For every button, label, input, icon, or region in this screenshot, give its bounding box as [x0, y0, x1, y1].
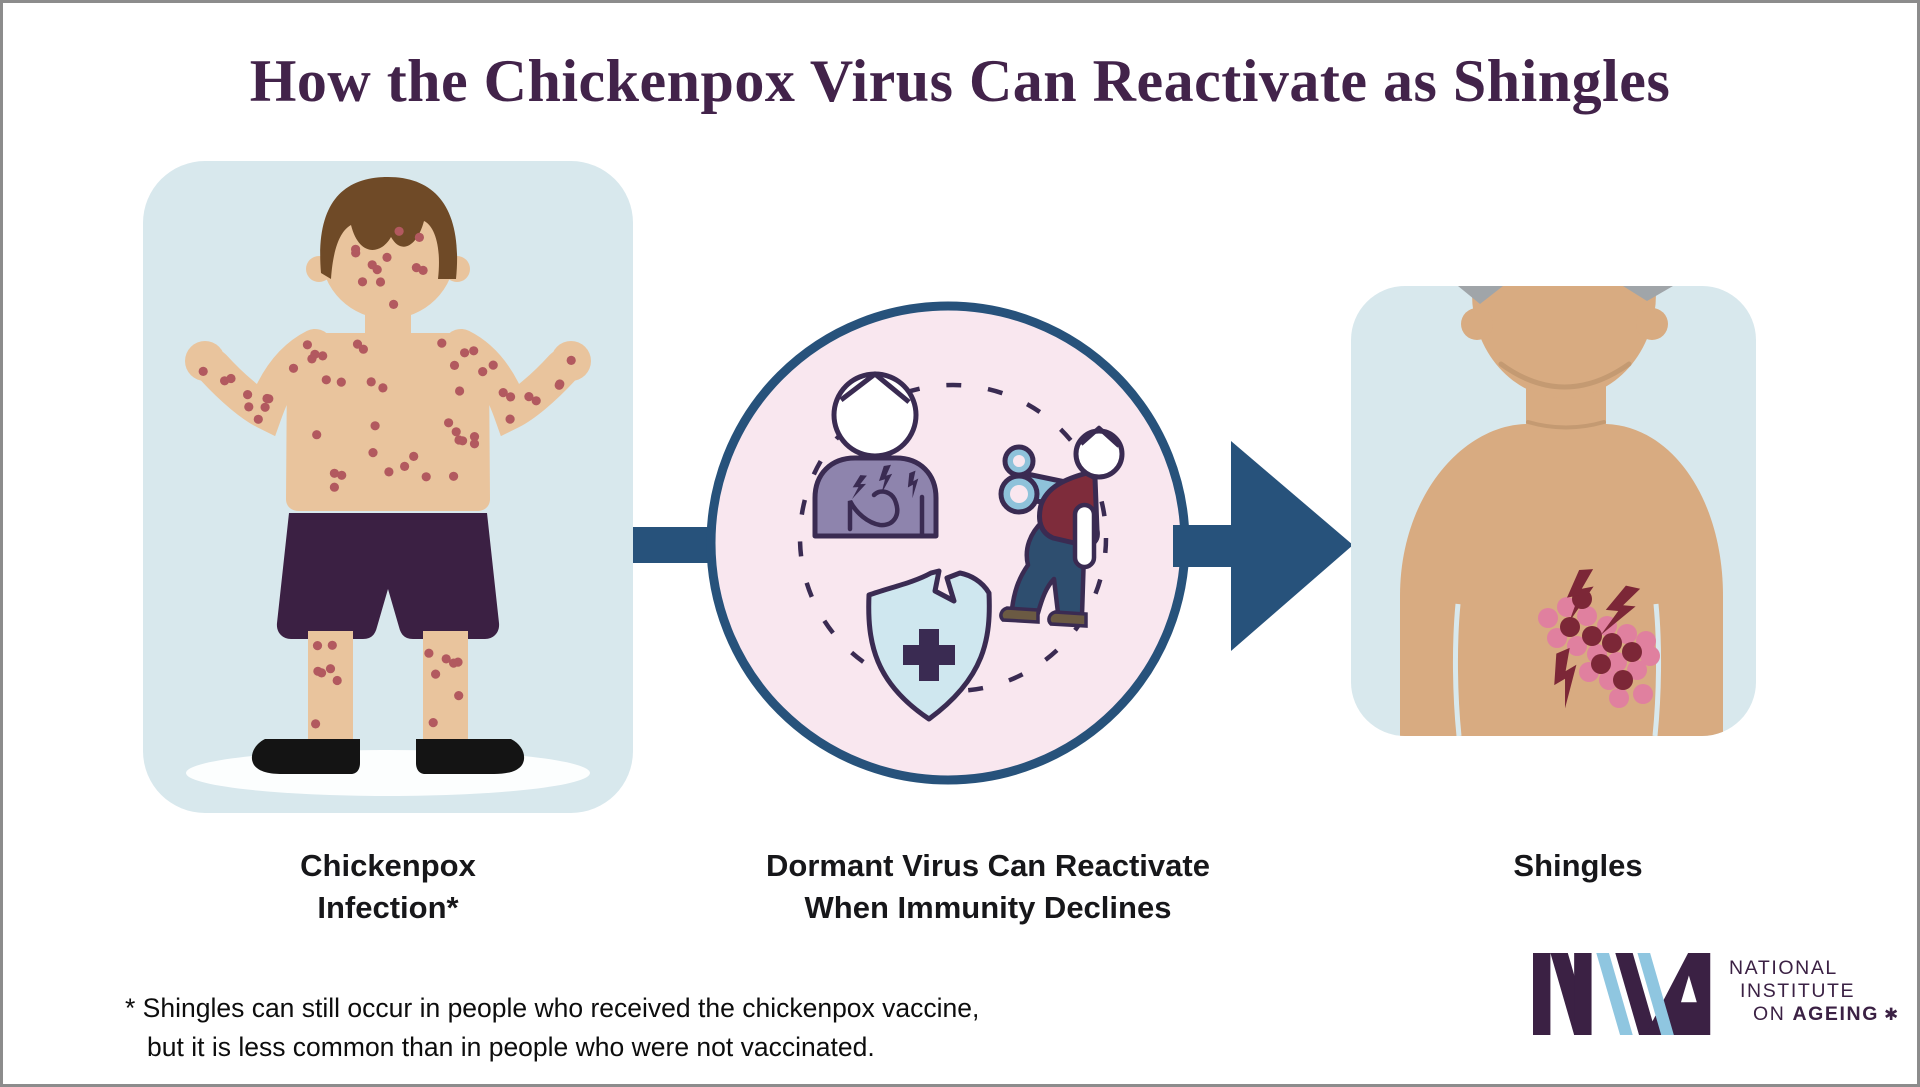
- older-adult-ear-left: [1461, 308, 1493, 340]
- nia-logo-text: NATIONAL INSTITUTE ON AGEING✱: [1729, 957, 1900, 1025]
- pain-bolts: [1554, 569, 1641, 709]
- chickenpox-panel: [143, 161, 633, 813]
- shingles-person-illustration: [1400, 286, 1723, 736]
- shingles-rash: [1538, 569, 1660, 709]
- circle-outline: [706, 301, 1190, 785]
- neck-shading-line: [1526, 420, 1606, 430]
- dashed-cycle-circle: [797, 382, 1109, 694]
- chickenpox-child-illustration: [185, 177, 591, 796]
- wind-up-key-person-icon: [998, 425, 1125, 628]
- label-chickenpox-infection: Chickenpox Infection*: [300, 848, 476, 925]
- label-dormant-virus: Dormant Virus Can Reactivate When Immuni…: [766, 848, 1210, 925]
- page-title: How the Chickenpox Virus Can Reactivate …: [249, 48, 1671, 114]
- child-shoe-right: [416, 739, 525, 774]
- gray-hair-right: [1623, 286, 1673, 301]
- shingles-panel: [1351, 286, 1756, 736]
- arm-gap-right: [1652, 603, 1662, 736]
- chickenpox-spots: [198, 226, 576, 729]
- broken-immunity-shield-icon: [866, 568, 992, 722]
- gray-hair-left: [1458, 286, 1503, 304]
- older-adult-back: [1400, 424, 1723, 736]
- nia-logo: NATIONAL INSTITUTE ON AGEING✱: [1533, 953, 1900, 1035]
- ground-shadow: [186, 750, 590, 796]
- nia-logo-letters: [1533, 953, 1711, 1035]
- maple-leaf-icon: ✱: [1884, 1005, 1900, 1024]
- arm-gap-left: [1452, 603, 1462, 736]
- arrow-stem-left: [633, 527, 713, 563]
- older-adult-ear-right: [1636, 308, 1668, 340]
- older-adult-head: [1472, 286, 1656, 398]
- chest-pain-person-icon: [812, 371, 939, 539]
- child-torso: [286, 333, 490, 511]
- child-shorts: [276, 513, 500, 639]
- label-shingles: Shingles: [1513, 848, 1643, 883]
- child-shoe-left: [251, 739, 360, 774]
- child-hair: [320, 177, 458, 279]
- vaccine-footnote: * Shingles can still occur in people who…: [125, 993, 980, 1062]
- arrow-right-icon: [1173, 441, 1353, 651]
- jaw-line: [1498, 361, 1632, 390]
- medical-cross: [903, 629, 955, 681]
- reactivation-circle: [706, 301, 1190, 785]
